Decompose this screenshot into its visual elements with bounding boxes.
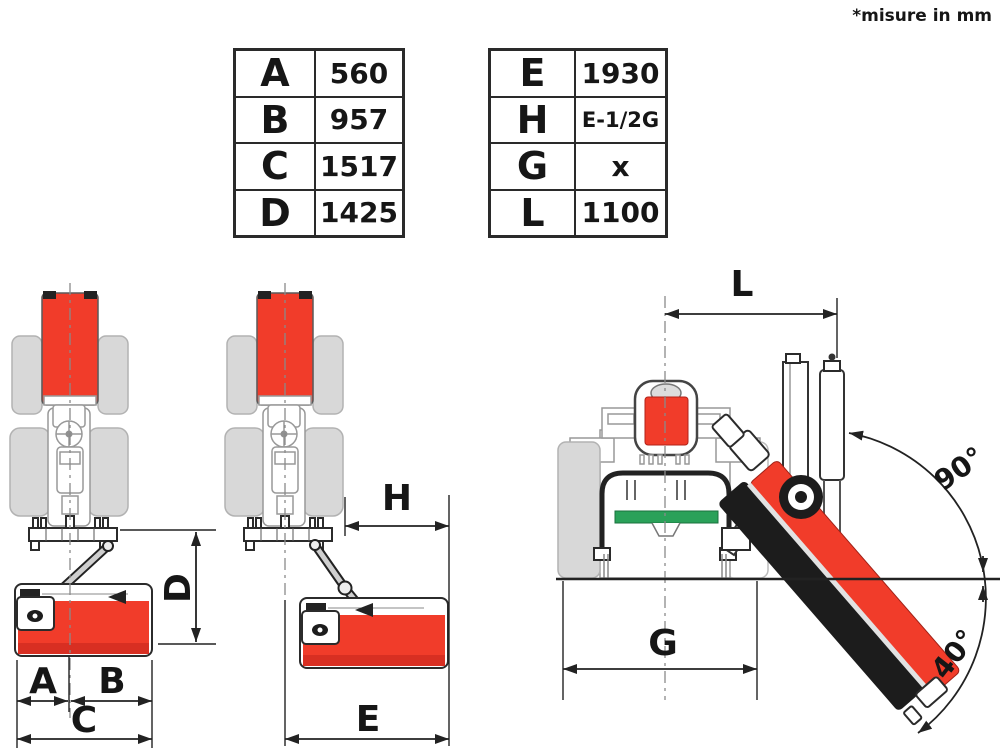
dimension-table-ehgl: E 1930 H E-1/2G G x L 1100	[488, 48, 668, 238]
dim-label-a: A	[29, 661, 57, 702]
table-row: C 1517	[236, 142, 402, 189]
dim-label-h: H	[382, 478, 412, 519]
tractor-top-view	[9, 291, 129, 527]
dim-letter-cell: B	[236, 97, 316, 142]
table-row: G x	[491, 142, 665, 189]
angle-label-90: 90°	[928, 440, 990, 497]
dim-value-cell: x	[611, 149, 630, 183]
dim-label-g: G	[648, 623, 678, 664]
mower-dark-band	[18, 643, 149, 654]
dim-label-e: E	[356, 699, 381, 740]
dim-value-cell: 560	[329, 56, 389, 90]
dim-value-cell: 1425	[320, 196, 398, 230]
dim-letter-cell: C	[236, 144, 316, 189]
rear-wheel	[87, 427, 129, 517]
dim-letter-cell: D	[236, 190, 316, 235]
units-note: *misure in mm	[852, 6, 992, 26]
dim-value-cell: 1100	[581, 196, 660, 230]
table-row: D 1425	[236, 188, 402, 235]
diagram-top-view-offset-right: H E	[224, 283, 450, 746]
table-row: B 957	[236, 95, 402, 142]
dim-label-d: D	[158, 573, 199, 603]
table-row: E 1930	[491, 51, 665, 96]
dim-value-cell: E-1/2G	[581, 107, 660, 132]
table-row: H E-1/2G	[491, 95, 665, 142]
diagram-rear-view-tilted: G L 90° 40°	[556, 264, 1000, 734]
rear-wheel	[302, 427, 344, 517]
rear-wheel	[9, 427, 51, 517]
dim-label-l: L	[731, 264, 754, 305]
rear-wheel	[224, 427, 266, 517]
front-wheel	[312, 335, 344, 415]
dimension-g: G	[562, 581, 758, 700]
dimension-e: E	[285, 699, 449, 744]
dim-value-cell: 957	[329, 103, 389, 137]
dimension-h: H	[344, 478, 450, 746]
mower-dark-band	[303, 655, 445, 666]
dim-label-c: C	[71, 700, 97, 741]
dim-value-cell: 1930	[581, 56, 660, 90]
dimension-l: L	[665, 264, 838, 358]
front-wheel	[97, 335, 129, 415]
dimension-abc: A B C	[16, 656, 153, 748]
dim-letter-cell: L	[491, 190, 576, 235]
three-point-hitch-bar	[28, 515, 118, 551]
green-link-bar	[614, 510, 719, 524]
flail-mower-top-view	[14, 583, 153, 657]
dim-letter-cell: H	[491, 97, 576, 142]
dim-letter-cell: A	[236, 51, 316, 96]
tractor-top-view	[224, 291, 344, 527]
pivot-gearbox	[779, 475, 823, 519]
table-row: L 1100	[491, 188, 665, 235]
dim-value-cell: 1517	[320, 149, 398, 183]
table-row: A 560	[236, 51, 402, 96]
flail-mower-top-view	[299, 597, 449, 669]
dim-letter-cell: E	[491, 51, 576, 96]
dim-letter-cell: G	[491, 144, 576, 189]
dimension-table-abcd: A 560 B 957 C 1517 D 1425	[233, 48, 405, 238]
mower-head-link	[711, 413, 745, 448]
seat	[644, 396, 689, 446]
front-wheel	[11, 335, 43, 415]
dimension-d: D	[120, 529, 216, 645]
diagram-top-view-offset-left: D A B C	[9, 283, 216, 748]
dim-label-b: B	[98, 661, 125, 702]
front-wheel	[226, 335, 258, 415]
